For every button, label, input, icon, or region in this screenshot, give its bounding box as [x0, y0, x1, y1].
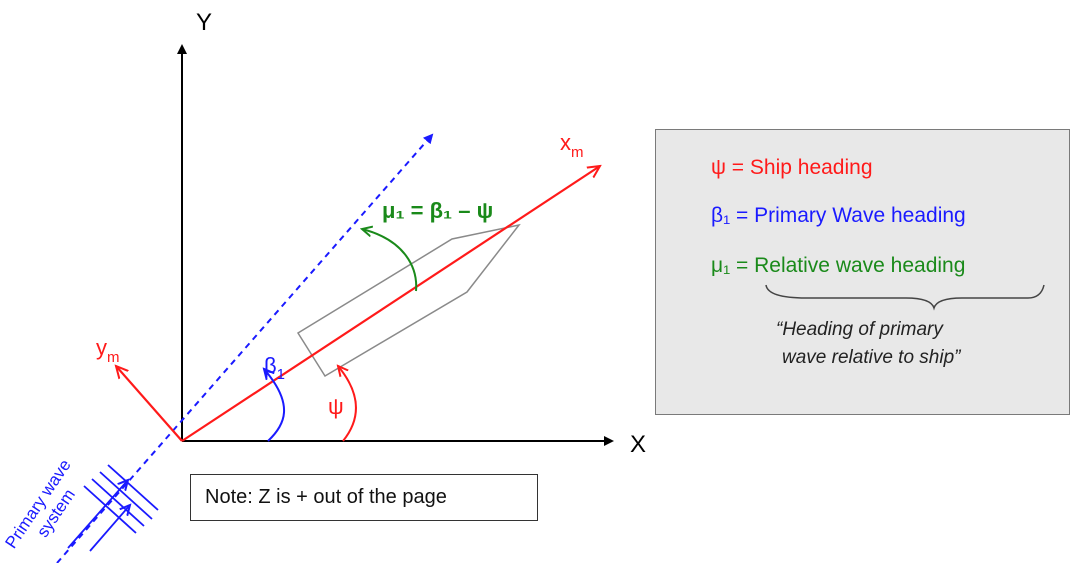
beta-arc: [264, 369, 285, 442]
psi-label: ψ: [328, 394, 344, 419]
ship-x-axis-label: xm: [560, 130, 584, 161]
ship-y-axis: [116, 366, 183, 442]
legend-quote-line2: wave relative to ship”: [782, 347, 961, 368]
legend-quote-line1: “Heading of primary: [776, 319, 943, 340]
ship-y-axis-label: ym: [96, 335, 120, 366]
legend-quote: “Heading of primary wave relative to shi…: [776, 316, 976, 372]
wave-system-symbol: [67, 464, 159, 552]
legend-mu-line: μ₁ = Relative wave heading: [711, 254, 966, 277]
x-axis-label: X: [630, 431, 646, 458]
mu-arc: [362, 229, 418, 292]
psi-arc: [338, 366, 357, 442]
curly-brace: [765, 284, 1045, 311]
legend-box: ψ = Ship heading β₁ = Primary Wave headi…: [655, 129, 1070, 415]
legend-beta-line: β₁ = Primary Wave heading: [711, 204, 966, 227]
y-axis-label: Y: [196, 9, 212, 36]
ship-x-axis: [181, 166, 600, 442]
wave-system-label: Primary wave system: [1, 452, 94, 563]
mu-equation-label: μ₁ = β₁ – ψ: [382, 198, 493, 223]
ship-hull: [296, 223, 521, 378]
note-box: Note: Z is + out of the page: [190, 474, 538, 521]
legend-brace-svg: [765, 284, 1045, 311]
wave-direction-line: [56, 133, 434, 563]
beta-label: β1: [264, 353, 285, 383]
legend-psi-line: ψ = Ship heading: [711, 156, 873, 179]
